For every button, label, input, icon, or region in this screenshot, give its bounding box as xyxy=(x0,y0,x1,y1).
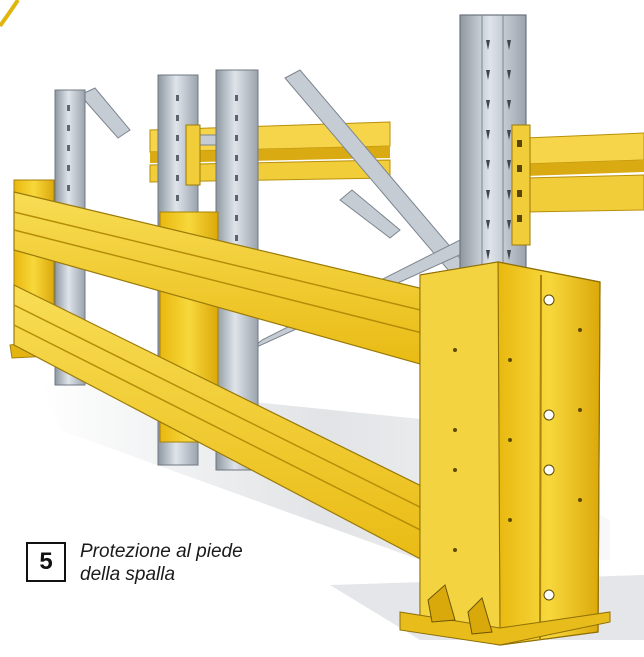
figure-number-badge: 5 xyxy=(26,542,66,582)
caption-line-1: Protezione al piede xyxy=(80,541,243,562)
caption: 5 Protezione al piede della spalla xyxy=(26,540,243,586)
caption-text: Protezione al piede della spalla xyxy=(80,540,243,586)
caption-line-2: della spalla xyxy=(80,564,176,585)
